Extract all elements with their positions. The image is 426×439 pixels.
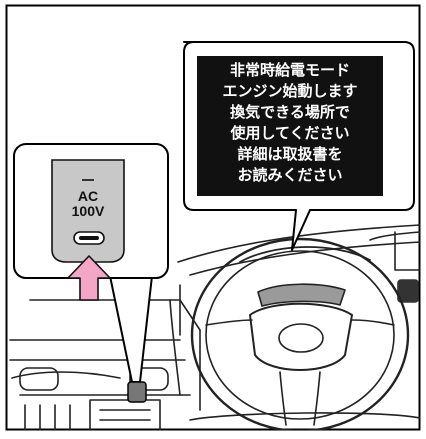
horn-logo <box>278 323 324 353</box>
message-screen <box>197 56 383 196</box>
message-line-3: 換気できる場所で <box>230 103 350 121</box>
steering-hub <box>249 302 353 371</box>
outlet-socket-slot <box>79 236 99 240</box>
message-line-5: 詳細は取扱書を <box>237 145 343 163</box>
dashboard-line-art <box>9 224 420 430</box>
instrument-display <box>257 283 346 307</box>
message-line-4: 使用してください <box>230 124 350 142</box>
vent-left <box>19 367 59 391</box>
right-vent <box>394 231 420 271</box>
dash-top-edge <box>177 224 420 263</box>
outlet-label: AC 100V <box>52 160 124 260</box>
cluster-hood <box>239 246 371 263</box>
message-line-2: エンジン始動します <box>222 82 358 100</box>
dashboard-message-text: 非常時給電モード エンジン始動します 換気できる場所で 使用してください 詳細は… <box>197 56 383 196</box>
vent-right <box>129 367 169 391</box>
outlet-label-voltage: 100V <box>71 203 105 219</box>
steering-wheel-rim <box>190 237 410 430</box>
message-line-6: お読みください <box>237 166 343 184</box>
outlet-panel <box>51 159 125 263</box>
pink-up-arrow-icon <box>67 255 111 301</box>
outlet-label-ac: AC <box>77 188 99 204</box>
outlet-location-marker <box>127 381 147 403</box>
dash-line-2 <box>189 241 420 276</box>
message-line-1: 非常時給電モード <box>229 61 350 79</box>
